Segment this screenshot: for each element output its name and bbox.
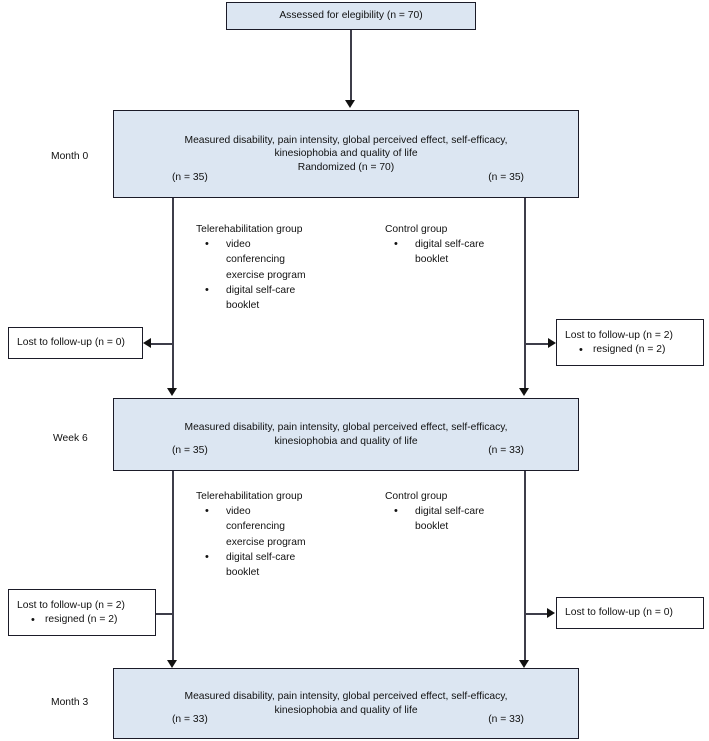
list-item: video conferencing exercise program	[205, 237, 312, 283]
arm-control-list-period2: digital self-care booklet	[385, 504, 509, 534]
baseline-outcomes-text: Measured disability, pain intensity, glo…	[184, 134, 508, 160]
arm-control-period2: Control group digital self-care booklet	[385, 489, 509, 535]
baseline-measures-box: Measured disability, pain intensity, glo…	[113, 110, 579, 198]
arrowhead-right-trunk-period2	[519, 660, 529, 668]
connector-to-lost-right-period2	[524, 613, 548, 615]
lost-to-followup-left-heading-period1: Lost to follow-up (n = 0)	[17, 337, 125, 348]
arm-telerehabilitation-title-period2: Telerehabilitation group	[196, 491, 303, 502]
arm-telerehabilitation-list-period2: video conferencing exercise program digi…	[196, 504, 312, 580]
lost-to-followup-left-box-period2: Lost to follow-up (n = 2) resigned (n = …	[8, 589, 156, 636]
lost-to-followup-right-reason-period1: resigned (n = 2)	[557, 343, 703, 357]
baseline-n-left: (n = 35)	[172, 172, 208, 183]
arrowhead-left-trunk-period2	[167, 660, 177, 668]
arm-telerehabilitation-period1: Telerehabilitation group video conferenc…	[196, 222, 312, 313]
lost-to-followup-left-reason-period2: resigned (n = 2)	[9, 613, 155, 627]
connector-to-lost-right-period1	[524, 343, 549, 345]
arm-control-period1: Control group digital self-care booklet	[385, 222, 509, 268]
arm-telerehabilitation-list-period1: video conferencing exercise program digi…	[196, 237, 312, 313]
arrowhead-left-trunk-period1	[167, 388, 177, 396]
connector-to-lost-left-period2	[153, 613, 173, 615]
connector-right-trunk-period2	[524, 471, 526, 663]
month3-measures-box: Measured disability, pain intensity, glo…	[113, 668, 579, 739]
arm-control-title-period1: Control group	[385, 224, 448, 235]
lost-to-followup-right-box-period2: Lost to follow-up (n = 0)	[556, 597, 704, 629]
baseline-randomized-text: Randomized (n = 70)	[297, 161, 395, 173]
arrowhead-lost-right-period2	[547, 608, 555, 618]
week6-outcomes-text: Measured disability, pain intensity, glo…	[184, 421, 508, 447]
list-item: digital self-care booklet	[394, 504, 509, 534]
month3-n-right: (n = 33)	[488, 714, 524, 725]
month3-n-left: (n = 33)	[172, 714, 208, 725]
list-item: video conferencing exercise program	[205, 504, 312, 550]
connector-left-trunk-period2	[172, 471, 174, 663]
arrowhead-lost-right-period1	[548, 338, 556, 348]
arrowhead-right-trunk-period1	[519, 388, 529, 396]
week6-measures-box: Measured disability, pain intensity, glo…	[113, 398, 579, 471]
period-label-month0: Month 0	[51, 151, 89, 162]
connector-left-trunk-period1	[172, 198, 174, 390]
lost-to-followup-left-box-period1: Lost to follow-up (n = 0)	[8, 327, 143, 359]
list-item: digital self-care booklet	[394, 237, 509, 267]
lost-to-followup-right-heading-period2: Lost to follow-up (n = 0)	[565, 607, 673, 618]
arm-control-title-period2: Control group	[385, 491, 448, 502]
arrowhead-enrollment-to-baseline	[345, 100, 355, 108]
baseline-n-right: (n = 35)	[488, 172, 524, 183]
arm-telerehabilitation-period2: Telerehabilitation group video conferenc…	[196, 489, 312, 580]
lost-to-followup-left-heading-period2: Lost to follow-up (n = 2)	[17, 599, 125, 611]
arm-control-list-period1: digital self-care booklet	[385, 237, 509, 267]
connector-enrollment-to-baseline	[350, 30, 352, 102]
arrowhead-lost-left-period1	[143, 338, 151, 348]
connector-right-trunk-period1	[524, 198, 526, 390]
arm-telerehabilitation-title-period1: Telerehabilitation group	[196, 224, 303, 235]
month3-outcomes-text: Measured disability, pain intensity, glo…	[184, 690, 508, 716]
assessed-for-eligibility-box: Assessed for elegibility (n = 70)	[226, 2, 476, 30]
week6-n-right: (n = 33)	[488, 445, 524, 456]
period-label-week6: Week 6	[53, 433, 88, 444]
list-item: digital self-care booklet	[205, 550, 312, 580]
week6-n-left: (n = 35)	[172, 445, 208, 456]
list-item: digital self-care booklet	[205, 283, 312, 313]
connector-to-lost-left-period1	[150, 343, 173, 345]
lost-to-followup-right-heading-period1: Lost to follow-up (n = 2)	[565, 329, 673, 341]
lost-to-followup-right-box-period1: Lost to follow-up (n = 2) resigned (n = …	[556, 319, 704, 366]
period-label-month3: Month 3	[51, 697, 89, 708]
assessed-for-eligibility-label: Assessed for elegibility (n = 70)	[279, 10, 423, 22]
